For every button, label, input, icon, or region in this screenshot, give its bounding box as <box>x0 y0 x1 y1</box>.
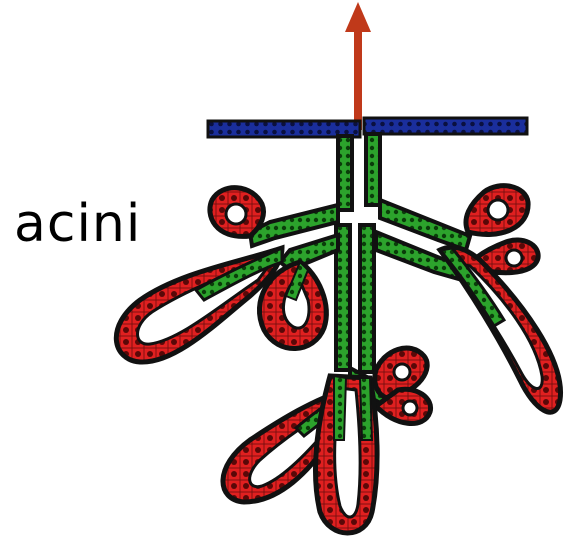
acinus-upper-left <box>210 188 264 237</box>
acinus-bottom-center-lobe <box>315 376 377 533</box>
arrow-up-icon <box>345 2 371 130</box>
acinus-lower-right <box>375 348 431 423</box>
central-duct <box>336 134 380 372</box>
